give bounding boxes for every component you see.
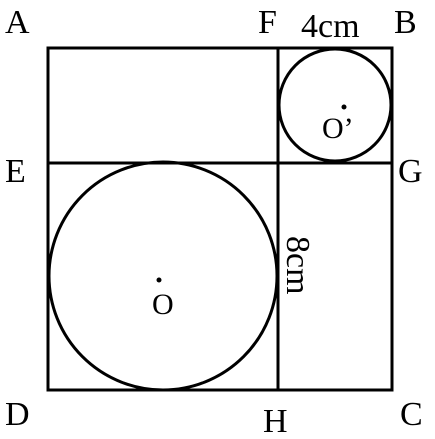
small-circle-center-dot bbox=[341, 104, 347, 110]
dimension-small-square-side: 4cm bbox=[301, 8, 360, 45]
label-center-o: O bbox=[152, 288, 174, 321]
outer-square-abcd bbox=[46, 46, 394, 392]
label-vertex-c: C bbox=[400, 396, 423, 433]
large-circle-center-dot bbox=[156, 277, 162, 283]
label-vertex-d: D bbox=[5, 396, 30, 433]
label-vertex-b: B bbox=[394, 4, 417, 41]
small-circle bbox=[277, 47, 393, 163]
large-circle bbox=[47, 160, 279, 392]
label-center-o-prime: O’ bbox=[322, 112, 354, 145]
label-vertex-f: F bbox=[258, 4, 277, 41]
label-vertex-h: H bbox=[263, 403, 288, 439]
dimension-vertical-segment: 8cm bbox=[279, 236, 316, 295]
label-vertex-a: A bbox=[5, 4, 30, 41]
label-vertex-g: G bbox=[398, 153, 423, 190]
label-vertex-e: E bbox=[5, 153, 26, 190]
